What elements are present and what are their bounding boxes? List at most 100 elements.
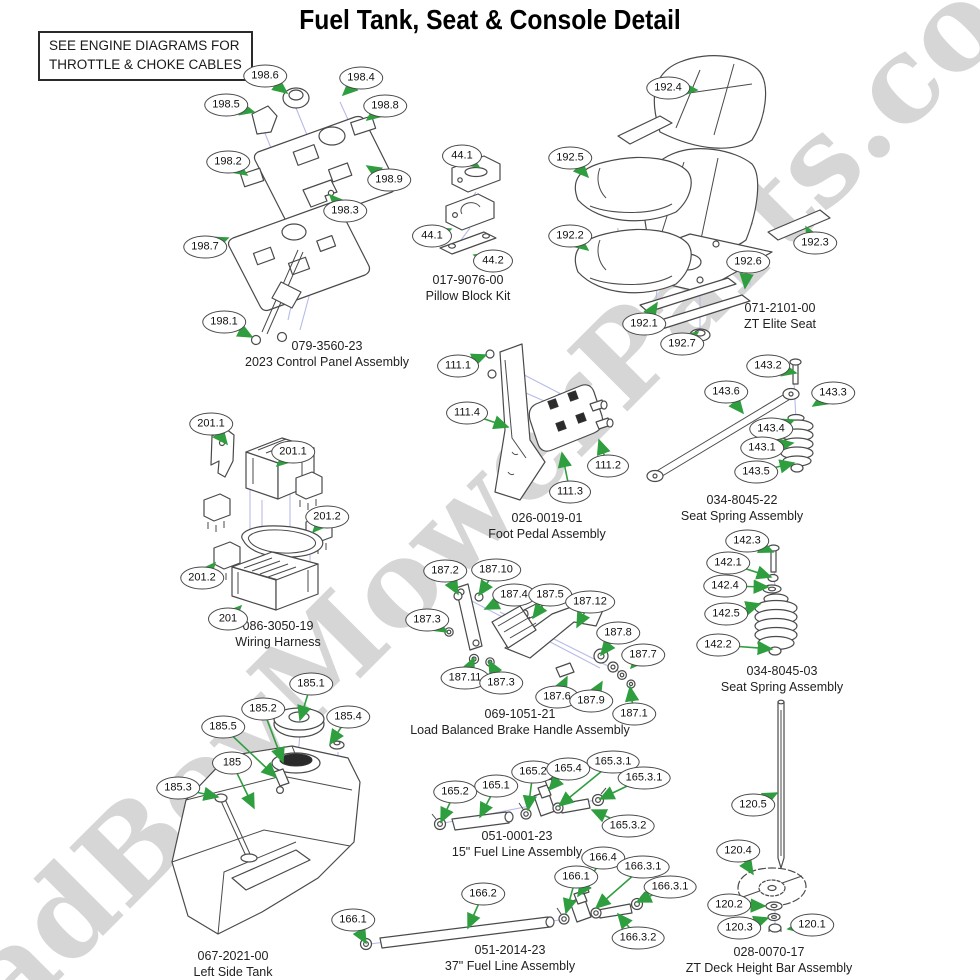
callout-bubble: 185.2 — [241, 697, 285, 721]
part-number: 069-1051-21 — [484, 707, 556, 721]
callout-bubble: 165.3.2 — [601, 814, 655, 838]
callout-bubble: 165.1 — [474, 774, 518, 798]
callout-bubble: 142.1 — [706, 551, 750, 575]
callout-bubble: 192.2 — [548, 224, 592, 248]
callout-bubble: 120.2 — [707, 893, 751, 917]
part-number: 079-3560-23 — [291, 339, 363, 353]
note-line-2: THROTTLE & CHOKE CABLES — [49, 56, 242, 72]
control-panel-drawing — [227, 87, 398, 346]
callout-bubble: 165.2 — [433, 780, 477, 804]
callout-bubble: 142.5 — [704, 602, 748, 626]
page-title: Fuel Tank, Seat & Console Detail — [299, 4, 681, 35]
callout-bubble: 120.4 — [716, 839, 760, 863]
callout-bubble: 198.4 — [339, 66, 383, 90]
callout-bubble: 166.2 — [461, 882, 505, 906]
part-number: 051-0001-23 — [481, 829, 553, 843]
part-number: 026-0019-01 — [511, 511, 583, 525]
callout-bubble: 166.3.2 — [611, 926, 665, 950]
part-number: 071-2101-00 — [744, 301, 816, 315]
callout-bubble: 143.6 — [704, 380, 748, 404]
callout-bubble: 165.3.1 — [617, 766, 671, 790]
part-number: 067-2021-00 — [197, 949, 269, 963]
callout-bubble: 192.3 — [793, 231, 837, 255]
assembly-name: Foot Pedal Assembly — [488, 527, 606, 542]
assembly-label-control-panel: 079-3560-23 2023 Control Panel Assembly — [245, 338, 409, 371]
callout-bubble: 111.1 — [437, 354, 479, 378]
callout-bubble: 44.1 — [442, 144, 482, 168]
seat-spring-03-drawing — [754, 544, 798, 656]
callout-bubble: 198.1 — [202, 310, 246, 334]
callout-bubble: 111.4 — [446, 401, 488, 425]
assembly-name: ZT Elite Seat — [743, 317, 817, 332]
part-number: 034-8045-22 — [706, 493, 778, 507]
deck-height-bar-drawing — [737, 699, 807, 933]
part-number: 028-0070-17 — [733, 945, 805, 959]
assembly-name: Left Side Tank — [193, 965, 273, 980]
callout-bubble: 120.3 — [717, 916, 761, 940]
callout-bubble: 143.2 — [746, 354, 790, 378]
callout-bubble: 111.2 — [587, 454, 629, 478]
part-number: 051-2014-23 — [474, 943, 546, 957]
assembly-name: Seat Spring Assembly — [720, 680, 844, 695]
assembly-label-fuel-line-37: 051-2014-23 37" Fuel Line Assembly — [445, 942, 575, 975]
assembly-name: 2023 Control Panel Assembly — [245, 355, 409, 370]
callout-bubble: 198.5 — [204, 93, 248, 117]
callout-bubble: 166.3.1 — [643, 875, 697, 899]
part-number: 086-3050-19 — [242, 619, 314, 633]
callout-bubble: 143.3 — [811, 381, 855, 405]
assembly-name: 37" Fuel Line Assembly — [444, 959, 576, 974]
assembly-name: 15" Fuel Line Assembly — [451, 845, 583, 860]
callout-bubble: 185.1 — [289, 672, 333, 696]
callout-bubble: 187.3 — [479, 671, 523, 695]
callout-bubble: 187.12 — [565, 590, 615, 614]
callout-bubble: 44.1 — [412, 224, 452, 248]
callout-bubble: 44.2 — [473, 249, 513, 273]
callout-bubble: 201.1 — [189, 412, 233, 436]
callout-bubble: 187.9 — [569, 689, 613, 713]
assembly-name: Load Balanced Brake Handle Assembly — [410, 723, 630, 738]
callout-bubble: 185.3 — [156, 776, 200, 800]
callout-bubble: 201.1 — [271, 440, 315, 464]
callout-bubble: 185 — [212, 751, 252, 775]
foot-pedal-drawing — [485, 343, 614, 501]
callout-bubble: 192.7 — [660, 332, 704, 356]
callout-bubble: 198.7 — [183, 235, 227, 259]
callout-bubble: 143.1 — [740, 436, 784, 460]
callout-bubble: 187.8 — [596, 621, 640, 645]
callout-bubble: 187.10 — [471, 558, 521, 582]
callout-bubble: 120.5 — [731, 793, 775, 817]
callout-bubble: 198.6 — [243, 64, 287, 88]
callout-bubble: 166.1 — [331, 908, 375, 932]
callout-bubble: 198.9 — [367, 168, 411, 192]
callout-bubble: 142.4 — [703, 574, 747, 598]
fuel-line-37-drawing — [357, 879, 646, 951]
callout-bubble: 165.4 — [546, 757, 590, 781]
engine-diagrams-note: SEE ENGINE DIAGRAMS FOR THROTTLE & CHOKE… — [38, 31, 253, 81]
assembly-label-zt-elite-seat: 071-2101-00 ZT Elite Seat — [744, 300, 816, 333]
callout-bubble: 185.4 — [326, 705, 370, 729]
assembly-name: Seat Spring Assembly — [680, 509, 804, 524]
callout-bubble: 187.3 — [405, 608, 449, 632]
zt-elite-seat-drawing — [574, 55, 831, 342]
part-number: 017-9076-00 — [432, 273, 504, 287]
callout-bubble: 198.2 — [206, 150, 250, 174]
callout-bubble: 185.5 — [201, 715, 245, 739]
callout-bubble: 165.3.1 — [586, 750, 640, 774]
callout-bubble: 192.6 — [726, 250, 770, 274]
callout-bubble: 201.2 — [180, 566, 224, 590]
part-number: 034-8045-03 — [746, 664, 818, 678]
callout-bubble: 187.1 — [612, 702, 656, 726]
callout-bubble: 192.4 — [646, 76, 690, 100]
assembly-label-fuel-line-15: 051-0001-23 15" Fuel Line Assembly — [452, 828, 582, 861]
callout-bubble: 187.7 — [621, 643, 665, 667]
assembly-name: Pillow Block Kit — [425, 289, 511, 304]
